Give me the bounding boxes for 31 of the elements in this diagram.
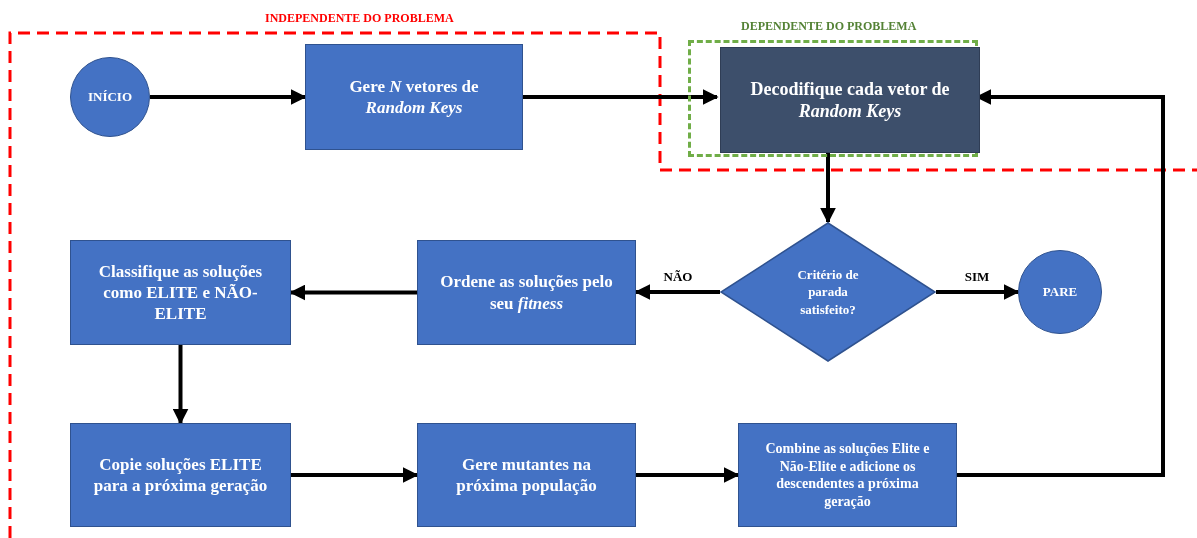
region-title: DEPENDENTE DO PROBLEMA: [741, 18, 917, 35]
arrow: [172, 345, 189, 425]
arrow: [150, 89, 307, 105]
node-text: Gere mutantes na próxima população: [455, 453, 598, 497]
node-text: Gere N vetores de Random Keys: [348, 75, 480, 119]
process-box: [70, 240, 291, 345]
arrow: [291, 467, 419, 483]
arrow: [523, 89, 719, 105]
node-text: Classifique as soluções como ELITE e NÃO-ELITE: [97, 260, 264, 325]
process-box: [720, 47, 980, 153]
arrow: [634, 284, 720, 300]
node-text: Decodifique cada vetor de Random Keys: [749, 77, 951, 123]
process-box: [417, 423, 636, 527]
node-text: INÍCIO: [87, 88, 133, 106]
process-box: [70, 423, 291, 527]
edge-label: SIM: [962, 270, 992, 283]
decision-diamond: [720, 222, 936, 362]
process-box: [305, 44, 523, 150]
arrow: [289, 284, 417, 301]
node-text: Combine as soluções Elite e Não-Elite e adicione os descendentes a próxima geração: [764, 440, 931, 510]
decision-text: Critério de parada satisfeito?: [796, 265, 860, 319]
arrow: [636, 467, 740, 483]
node-text: Copie soluções ELITE para a próxima geração: [92, 453, 269, 497]
process-box: [738, 423, 957, 527]
arrow: [936, 284, 1020, 300]
region-title: INDEPENDENTE DO PROBLEMA: [265, 10, 454, 27]
node-text: Ordene as soluções pelo seu fitness: [439, 271, 614, 314]
edge-label: NÃO: [661, 270, 695, 283]
arrow: [957, 89, 1165, 477]
node-text: PARE: [1042, 283, 1078, 301]
process-box: [417, 240, 636, 345]
